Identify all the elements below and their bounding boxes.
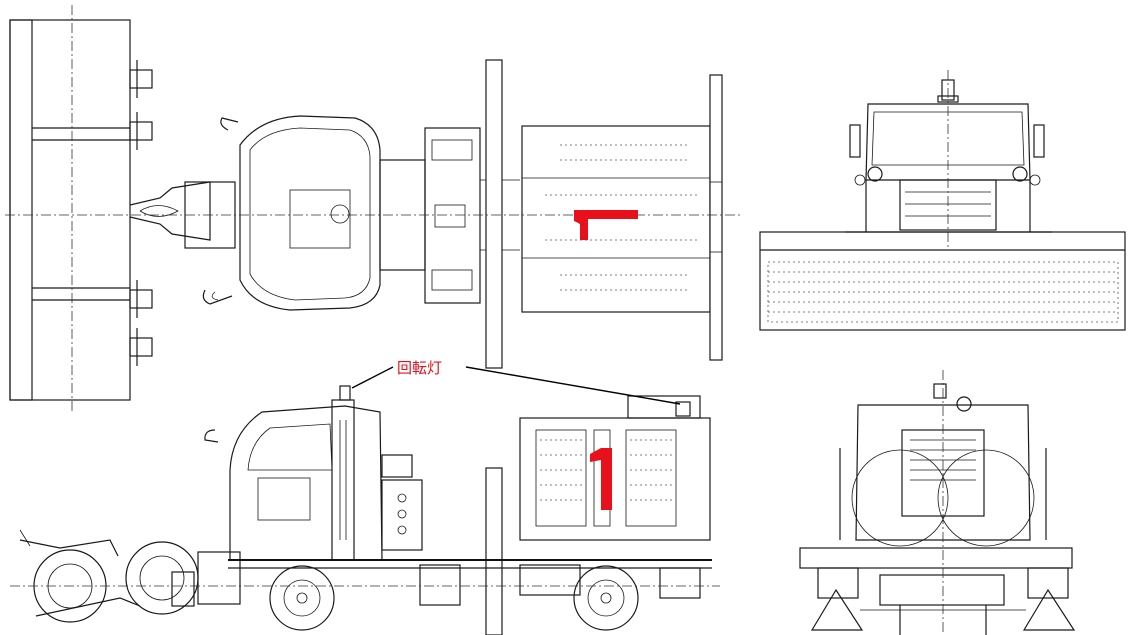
rear-view <box>799 370 1076 635</box>
plan-view-red-marker <box>574 210 638 240</box>
rotating-lamp-callout-label: 回転灯 <box>397 359 443 377</box>
front-view <box>759 70 1126 331</box>
side-view-rotating-lamp-rear <box>675 401 691 417</box>
plan-view <box>5 5 740 412</box>
callout-pointers <box>351 366 681 405</box>
side-view-plow-drum <box>19 529 199 623</box>
callout-pointer-front-lamp <box>351 366 394 389</box>
side-view-cargo-box <box>519 395 711 541</box>
side-view <box>10 385 720 635</box>
plan-view-cross-beam <box>485 59 503 369</box>
plan-view-plow-blade <box>9 5 236 412</box>
plan-view-cargo-box <box>521 74 723 361</box>
side-view-chassis <box>228 559 712 606</box>
side-view-rotating-lamp-front <box>339 385 351 401</box>
side-view-equipment <box>381 454 423 551</box>
plan-view-cab <box>202 115 381 311</box>
callout-pointer-rear-lamp <box>465 366 681 405</box>
side-view-front-wheel <box>269 565 335 631</box>
side-view-rear-wheel <box>573 565 639 631</box>
side-view-cab <box>204 385 383 561</box>
side-view-plow-mount <box>171 571 195 607</box>
rear-view-rotating-lamp <box>933 383 972 412</box>
rear-view-chassis <box>799 547 1076 635</box>
side-view-cross-beam <box>485 467 503 635</box>
front-view-plow-blade <box>759 231 1126 331</box>
front-view-cab <box>845 70 1052 250</box>
side-view-red-marker <box>590 448 612 510</box>
